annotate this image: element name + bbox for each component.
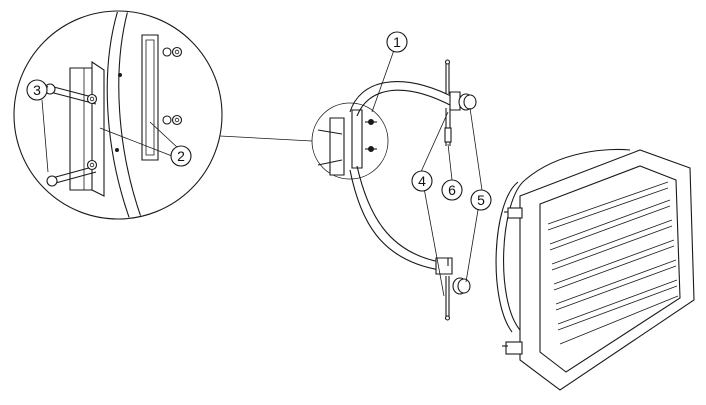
- callout-3: 3: [26, 79, 48, 101]
- callout-4-label: 4: [418, 173, 426, 189]
- wall-bracket: [311, 102, 389, 180]
- callout-6-label: 6: [448, 182, 456, 198]
- callout-1-label: 1: [393, 34, 401, 50]
- callout-5-label: 5: [477, 192, 485, 208]
- callout-2: 2: [170, 145, 192, 167]
- callout-2-label: 2: [177, 148, 185, 164]
- callout-6: 6: [441, 179, 463, 201]
- callout-3-label: 3: [33, 82, 41, 98]
- end-caps: [452, 93, 477, 295]
- callout-4: 4: [411, 170, 433, 192]
- heater-unit: [495, 148, 695, 391]
- curved-arm: [349, 81, 461, 275]
- leader-lines: [371, 49, 483, 297]
- vertical-screws: [444, 59, 452, 321]
- detail-magnifier: [13, 10, 313, 220]
- callout-5: 5: [470, 189, 492, 211]
- callout-1: 1: [386, 31, 408, 53]
